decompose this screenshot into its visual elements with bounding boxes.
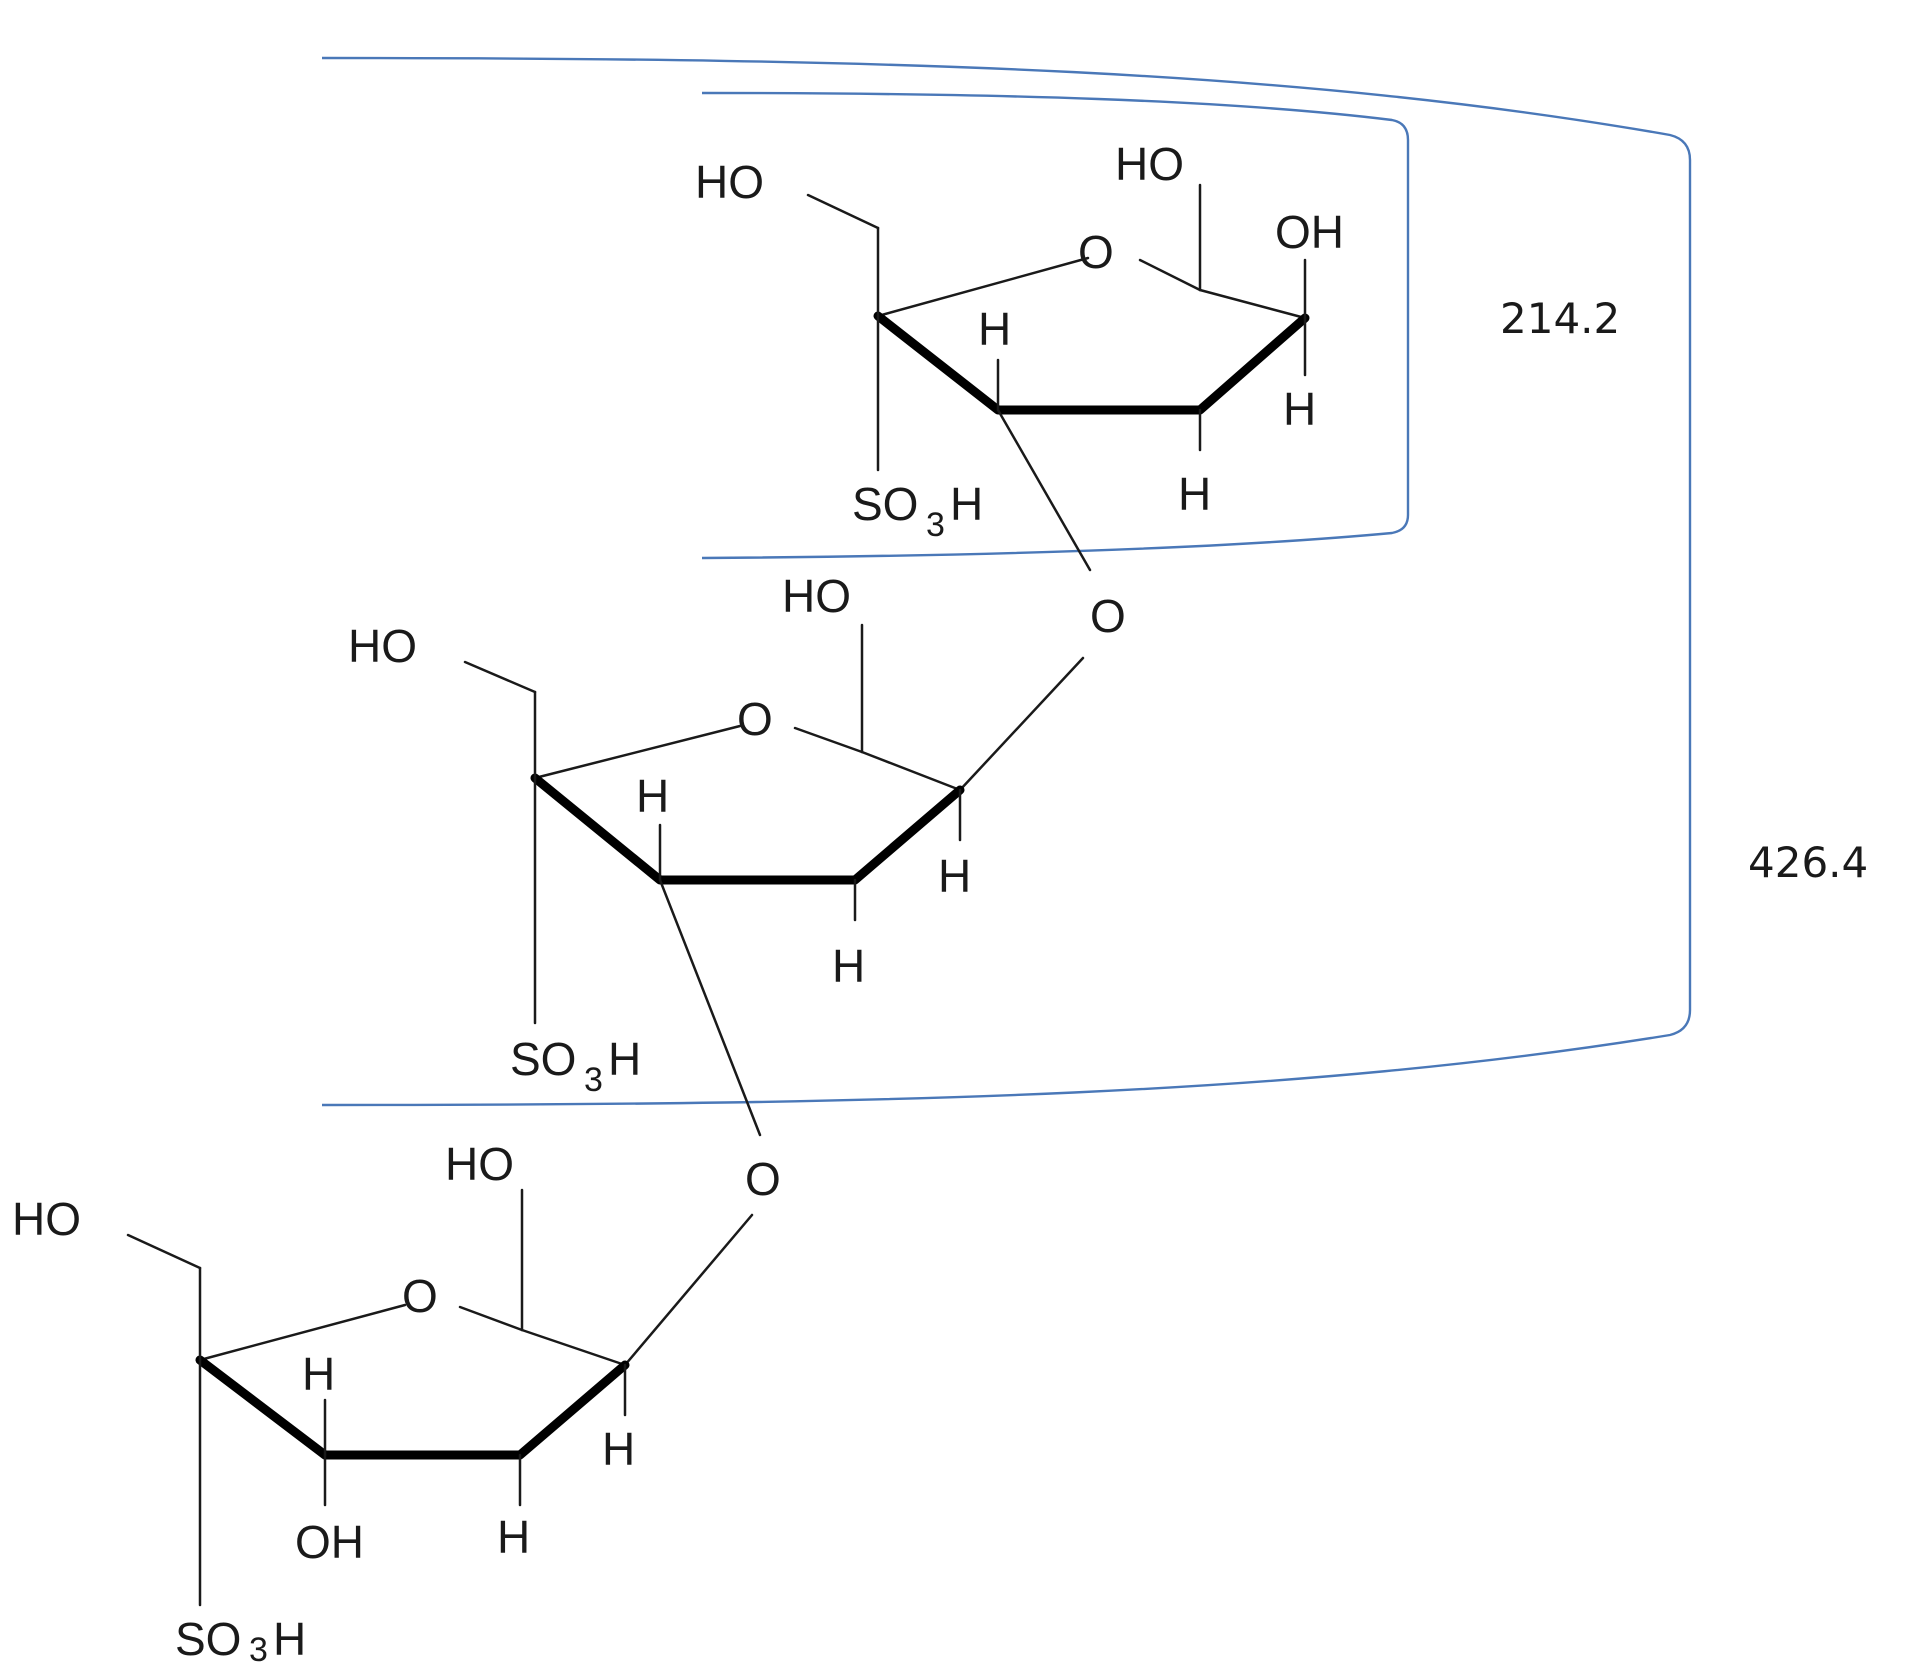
top-furanose-ring: [806, 183, 1310, 572]
atom-label-ho: HO: [782, 570, 851, 622]
svg-text:H: H: [273, 1613, 306, 1663]
atom-label-h: H: [832, 940, 865, 992]
atom-label-ho: HO: [348, 620, 417, 672]
atom-label-h: H: [938, 850, 971, 902]
fragment-mass-426: 426.4: [1748, 838, 1868, 887]
atom-label-o-glycosidic: O: [1090, 590, 1126, 642]
atom-label-h: H: [1283, 383, 1316, 435]
svg-text:SO: SO: [175, 1613, 241, 1663]
svg-text:3: 3: [584, 1061, 603, 1099]
fragment-mass-214: 214.2: [1500, 294, 1620, 343]
atom-label-ho: HO: [445, 1138, 514, 1190]
atom-label-h: H: [602, 1423, 635, 1475]
fragment-bracket-inner: [701, 91, 1410, 560]
atom-label-h: H: [978, 303, 1011, 355]
atom-label-h: H: [497, 1511, 530, 1563]
atom-label-oh: OH: [295, 1516, 364, 1568]
atom-label-so3h: SO 3 H: [510, 1033, 641, 1099]
svg-text:3: 3: [926, 506, 945, 544]
atom-label-so3h: SO 3 H: [175, 1613, 306, 1663]
atom-label-h: H: [1178, 468, 1211, 520]
atom-label-ho: HO: [695, 156, 764, 208]
fragment-bracket-outer: [321, 56, 1692, 1107]
atom-label-o-ring: O: [402, 1270, 438, 1322]
atom-label-o-ring: O: [737, 693, 773, 745]
middle-furanose-ring: [463, 623, 1085, 1137]
atom-label-o-glycosidic: O: [745, 1153, 781, 1205]
atom-label-so3h: SO 3 H: [852, 478, 983, 544]
svg-text:SO: SO: [510, 1033, 576, 1085]
svg-text:3: 3: [249, 1631, 268, 1663]
bottom-furanose-ring: [126, 1188, 754, 1607]
atom-label-h: H: [636, 770, 669, 822]
svg-text:H: H: [608, 1033, 641, 1085]
svg-text:SO: SO: [852, 478, 918, 530]
atom-label-h: H: [302, 1348, 335, 1400]
atom-label-o-ring: O: [1078, 226, 1114, 278]
atom-label-oh: OH: [1275, 206, 1344, 258]
svg-text:H: H: [950, 478, 983, 530]
atom-label-ho: HO: [1115, 138, 1184, 190]
atom-label-ho: HO: [12, 1193, 81, 1245]
